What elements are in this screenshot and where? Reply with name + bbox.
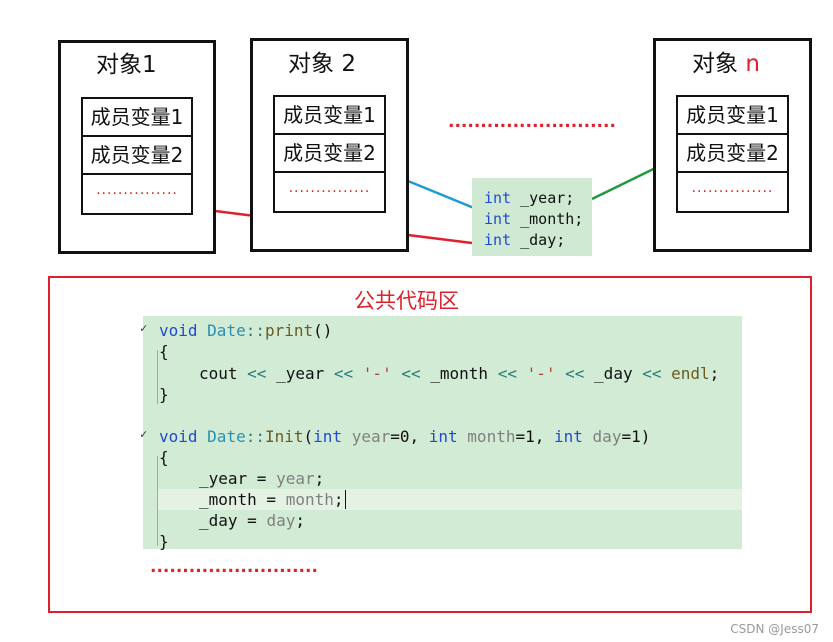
indent-guide: [157, 350, 158, 404]
object-box-2: [250, 38, 409, 252]
member-variable-1: 成员变量1: [275, 97, 384, 135]
decl-month: int _month;: [484, 210, 584, 228]
decl-year: int _year;: [484, 189, 575, 207]
member-variable-2: 成员变量2: [678, 135, 787, 173]
member-list-1: 成员变量1 成员变量2 ...............: [81, 97, 193, 215]
init-assign-day: _day = day;: [199, 511, 305, 530]
text-cursor: [344, 490, 346, 509]
member-variable-1: 成员变量1: [83, 99, 191, 137]
fold-marker-icon[interactable]: ✓: [140, 321, 148, 335]
code-region-ellipsis: ..........................: [150, 557, 318, 577]
print-open-brace: {: [159, 342, 169, 361]
init-close-brace: }: [159, 532, 169, 551]
member-list-n: 成员变量1 成员变量2 ...............: [676, 95, 789, 213]
member-ellipsis: ...............: [691, 180, 774, 196]
member-variable-1: 成员变量1: [678, 97, 787, 135]
init-assign-month: _month = month;: [199, 490, 346, 509]
print-body: cout << _year << '-' << _month << '-' <<…: [199, 364, 720, 383]
current-line-highlight: [157, 489, 742, 510]
init-assign-year: _year = year;: [199, 469, 325, 488]
indent-guide: [157, 456, 158, 546]
init-signature: void Date::Init(int year=0, int month=1,…: [159, 427, 651, 446]
object-title-1-text: 对象1: [96, 52, 157, 78]
code-editor: ✓ void Date::print() { cout << _year << …: [140, 316, 742, 551]
objects-ellipsis: ..........................: [448, 112, 616, 132]
object-box-1: [58, 40, 216, 254]
object-box-n: [653, 38, 812, 252]
watermark: CSDN @Jess07: [730, 622, 819, 636]
code-region-title: 公共代码区: [354, 289, 459, 313]
object-title-n: 对象 n: [692, 51, 760, 77]
object-title-1: 对象1: [96, 45, 157, 79]
member-ellipsis: ...............: [288, 180, 371, 196]
print-close-brace: }: [159, 385, 169, 404]
fold-marker-icon[interactable]: ✓: [140, 427, 148, 441]
print-signature: void Date::print(): [159, 321, 333, 340]
object-title-2: 对象 2: [288, 51, 356, 77]
decl-day: int _day;: [484, 231, 566, 249]
init-open-brace: {: [159, 448, 169, 467]
public-code-region: [48, 276, 812, 613]
member-list-2: 成员变量1 成员变量2 ...............: [273, 95, 386, 213]
member-variable-2: 成员变量2: [275, 135, 384, 173]
member-ellipsis: ...............: [96, 182, 178, 198]
member-variable-2: 成员变量2: [83, 137, 191, 175]
member-declarations: int _year; int _month; int _day;: [472, 178, 592, 256]
